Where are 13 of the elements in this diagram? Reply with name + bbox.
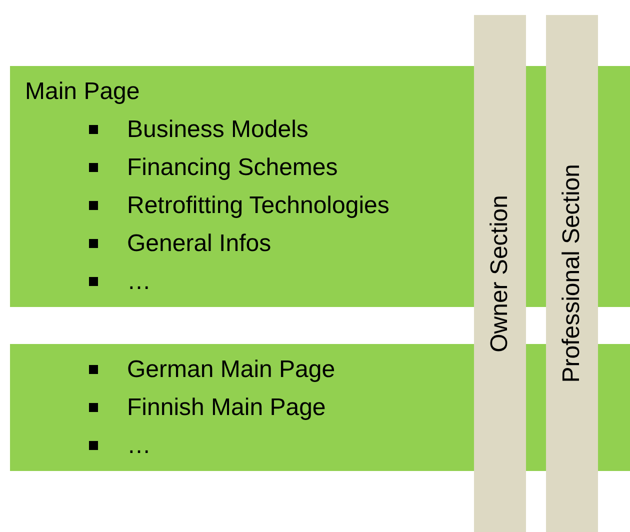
section-title: Owner Section	[486, 194, 514, 352]
list-item-text: German Main Page	[127, 356, 336, 384]
list-item-text: …	[127, 432, 151, 460]
list-item-text: Finnish Main Page	[127, 394, 326, 422]
heading-text: Main Page	[25, 78, 140, 106]
section-bar	[546, 15, 598, 532]
list-item-text: Business Models	[127, 116, 308, 144]
section-title: Professional Section	[558, 164, 586, 383]
list-item-text: Financing Schemes	[127, 154, 338, 182]
list-item-text: General Infos	[127, 230, 272, 258]
list-item-text: …	[127, 268, 151, 296]
list-item-text: Retrofitting Technologies	[127, 192, 390, 220]
section-bar	[474, 15, 526, 532]
